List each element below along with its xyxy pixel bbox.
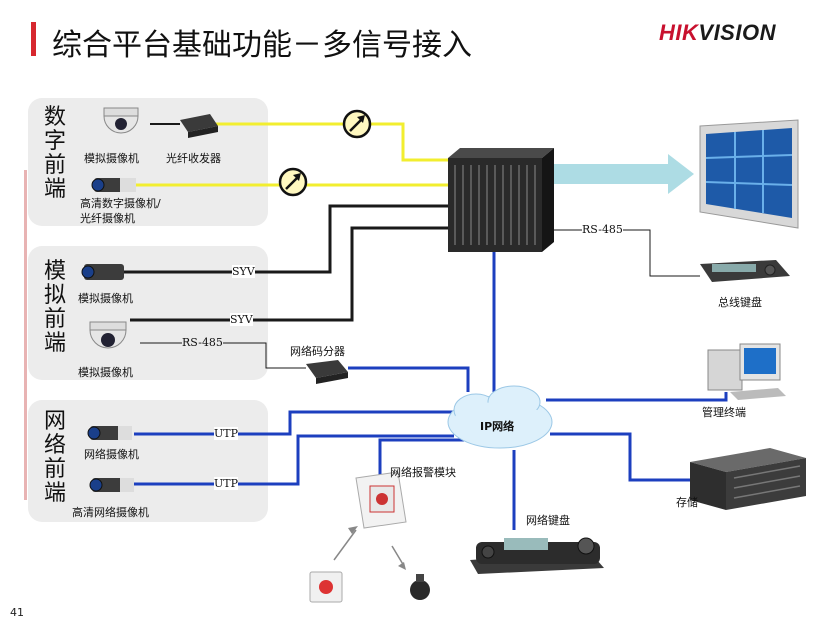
output-arrow [552, 154, 694, 194]
network-keyboard-icon [470, 537, 604, 574]
label-rs485-left: RS-485 [182, 336, 223, 349]
integrated-platform [448, 148, 554, 252]
label-network-camera: 网络摄像机 [84, 448, 139, 461]
codec-to-ip [348, 366, 470, 392]
page-number: 41 [10, 606, 24, 619]
management-terminal-icon [707, 343, 786, 400]
label-utp-1: UTP [214, 427, 239, 440]
analog-frontend-panel [28, 246, 268, 380]
label-ip-network: IP网络 [480, 420, 515, 433]
analog-camera-icon [81, 264, 124, 280]
hikvision-logo: HIKVISION [659, 20, 776, 46]
label-syv-2: SYV [230, 313, 253, 326]
utp-line-1 [134, 410, 454, 436]
network-codec-icon [306, 360, 348, 384]
digital-frontend-panel [28, 98, 268, 226]
label-syv-1: SYV [232, 265, 255, 278]
fiber-junction-icon-1 [342, 109, 372, 139]
page-title: 综合平台基础功能－多信号接入 [52, 28, 472, 63]
analog-ptz-camera-icon [89, 321, 127, 349]
analog-line-1 [120, 204, 448, 274]
siren-icon [410, 574, 430, 600]
label-utp-2: UTP [214, 477, 239, 490]
alarm-to-siren-arrow [391, 545, 405, 567]
video-wall [699, 119, 799, 229]
analog-line-2 [130, 226, 448, 322]
label-analog-camera: 模拟摄像机 [78, 292, 133, 305]
label-fiber-transceiver: 光纤收发器 [166, 152, 221, 165]
rs485-left-line [140, 342, 306, 369]
label-storage: 存储 [676, 496, 698, 509]
hd-digital-camera-icon [91, 178, 136, 192]
label-analog-ptz-1: 模拟摄像机 [84, 152, 139, 165]
label-management-terminal: 管理终端 [702, 406, 746, 419]
network-camera-icon [87, 426, 132, 440]
group-title-analog: 模拟前端 [43, 259, 66, 356]
title-accent-bar [31, 22, 36, 56]
label-network-codec: 网络码分器 [290, 345, 345, 358]
group-title-digital: 数字前端 [43, 105, 66, 202]
label-network-keyboard: 网络键盘 [526, 514, 570, 527]
network-frontend-panel [28, 400, 268, 522]
label-hd-digital-camera: 高清数字摄像机/光纤摄像机 [80, 197, 161, 225]
alarm-button-icon [309, 571, 343, 603]
left-accent-line [24, 170, 27, 500]
label-analog-ptz-2: 模拟摄像机 [78, 366, 133, 379]
bus-keyboard-device [700, 260, 790, 282]
ip-to-storage [550, 432, 690, 482]
label-alarm-module: 网络报警模块 [390, 466, 456, 479]
label-bus-keyboard: 总线键盘 [718, 296, 762, 309]
logo-vision: VISION [698, 20, 776, 45]
fiber-junction-icon-2 [278, 167, 308, 197]
rs485-right-line [542, 229, 700, 277]
storage-device-icon [690, 448, 806, 510]
alarm-to-button-arrow [333, 529, 357, 561]
label-hd-network-camera: 高清网络摄像机 [72, 506, 149, 519]
ip-to-terminal [546, 392, 728, 402]
hd-network-camera-icon [89, 478, 134, 492]
label-rs485-right: RS-485 [582, 223, 623, 236]
digital-ptz-camera-icon [103, 107, 139, 134]
alarm-module-icon [355, 471, 407, 529]
fiber-transceiver-icon [180, 114, 218, 138]
logo-hik: HIK [659, 20, 699, 45]
ip-network-cloud [447, 385, 553, 449]
group-title-network: 网络前端 [43, 409, 66, 506]
fiber-line-1 [212, 122, 448, 162]
ip-to-alarm [378, 438, 464, 476]
